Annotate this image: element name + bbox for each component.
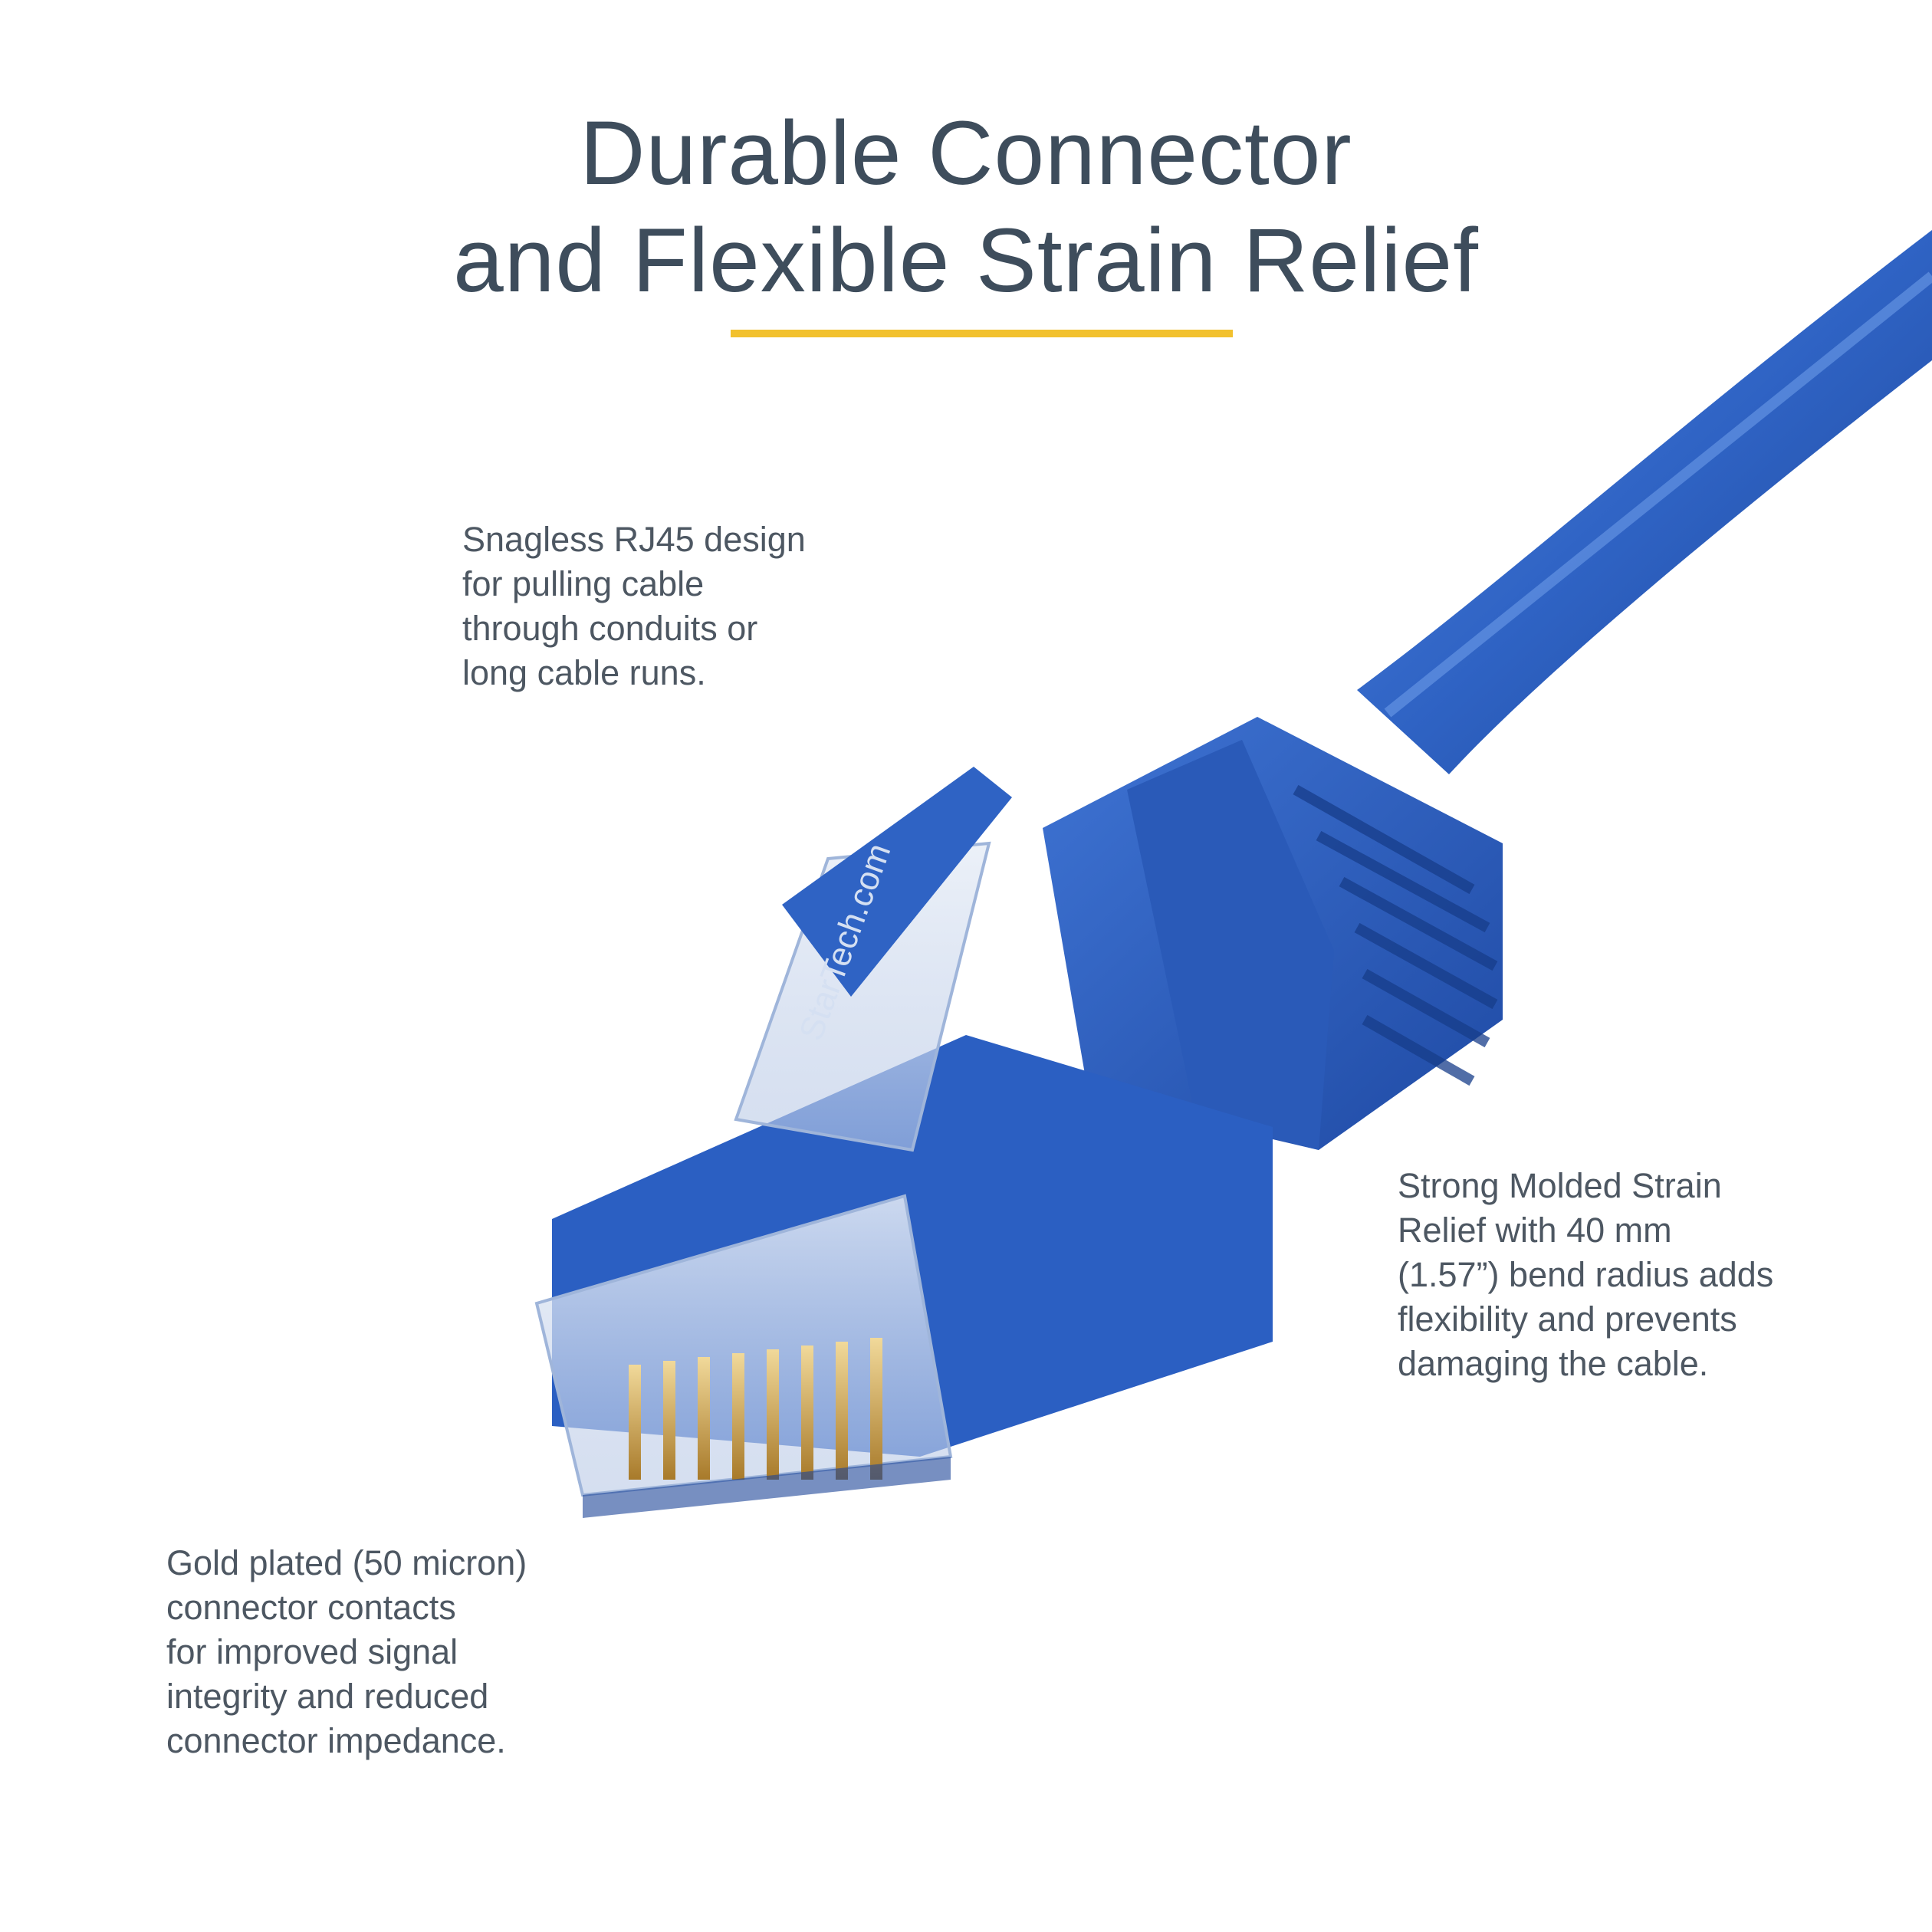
cable-jacket [1357, 230, 1932, 774]
callout-snagless-design: Snagless RJ45 design for pulling cable t… [462, 520, 806, 692]
title-line-1: Durable Connector [580, 103, 1352, 204]
rj45-connector [534, 767, 1273, 1518]
title-line-2: and Flexible Strain Relief [453, 210, 1479, 311]
callout-gold-contacts: Gold plated (50 micron) connector contac… [166, 1543, 527, 1760]
page-title: Durable Connector and Flexible Strain Re… [0, 100, 1932, 314]
strain-relief-boot [1043, 717, 1503, 1150]
accent-divider [731, 330, 1233, 337]
gold-contacts [629, 1338, 882, 1480]
callout-strain-relief: Strong Molded Strain Relief with 40 mm (… [1398, 1166, 1774, 1383]
